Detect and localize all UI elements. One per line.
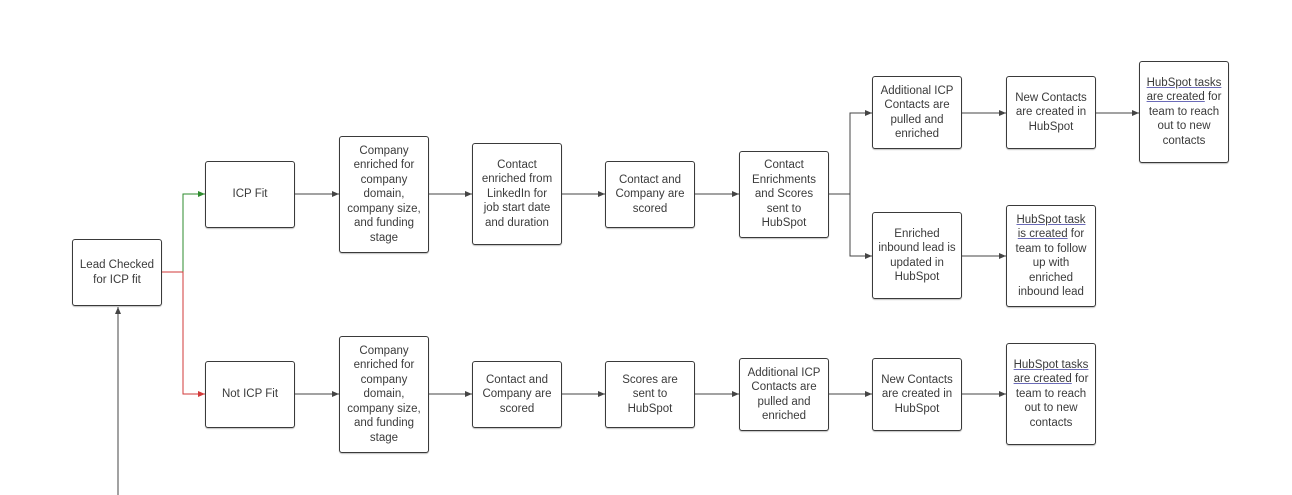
arrow-enrichments-to-additional <box>829 110 872 195</box>
node-contact-company-scored-top-label: Contact and Company are scored <box>615 173 685 215</box>
node-hubspot-tasks-top[interactable]: HubSpot tasks are created for team to re… <box>1139 61 1229 163</box>
node-lead-checked[interactable]: Lead Checked for ICP fit <box>72 239 162 306</box>
hubspot-task-inbound-rest: for team to follow up with enriched inbo… <box>1015 228 1087 298</box>
node-contact-company-scored-bottom[interactable]: Contact and Company are scored <box>472 361 562 428</box>
node-hubspot-tasks-bottom-text: HubSpot tasks are created for team to re… <box>1012 358 1090 431</box>
hubspot-tasks-top-link[interactable]: HubSpot tasks are created <box>1146 76 1222 104</box>
node-contact-enriched-linkedin-label: Contact enriched from LinkedIn for job s… <box>481 158 553 229</box>
node-scores-sent-label: Scores are sent to HubSpot <box>622 373 678 415</box>
node-additional-contacts-top[interactable]: Additional ICP Contacts are pulled and e… <box>872 76 962 149</box>
node-contact-company-scored-top[interactable]: Contact and Company are scored <box>605 161 695 228</box>
node-company-enriched-bottom-label: Company enriched for company domain, com… <box>347 344 421 444</box>
node-new-contacts-top-label: New Contacts are created in HubSpot <box>1015 91 1087 133</box>
node-inbound-updated[interactable]: Enriched inbound lead is updated in HubS… <box>872 212 962 299</box>
node-scores-sent[interactable]: Scores are sent to HubSpot <box>605 361 695 428</box>
node-additional-contacts-bottom[interactable]: Additional ICP Contacts are pulled and e… <box>739 358 829 431</box>
node-not-icp-fit-label: Not ICP Fit <box>221 388 279 401</box>
node-hubspot-task-inbound[interactable]: HubSpot task is created for team to foll… <box>1006 205 1096 307</box>
node-hubspot-task-inbound-text: HubSpot task is created for team to foll… <box>1012 213 1090 300</box>
node-icp-fit-label: ICP Fit <box>232 188 268 201</box>
arrow-lead-to-not-icp-fit <box>162 271 205 397</box>
node-new-contacts-bottom[interactable]: New Contacts are created in HubSpot <box>872 358 962 431</box>
node-additional-contacts-top-label: Additional ICP Contacts are pulled and e… <box>880 84 954 141</box>
node-not-icp-fit[interactable]: Not ICP Fit <box>205 361 295 428</box>
hubspot-tasks-bottom-rest: for team to reach out to new contacts <box>1015 373 1089 429</box>
node-additional-contacts-bottom-label: Additional ICP Contacts are pulled and e… <box>747 366 821 423</box>
hubspot-tasks-bottom-link[interactable]: HubSpot tasks are created <box>1013 358 1089 386</box>
node-company-enriched-top-label: Company enriched for company domain, com… <box>347 144 421 244</box>
node-inbound-updated-label: Enriched inbound lead is updated in HubS… <box>878 227 956 284</box>
node-contact-company-scored-bottom-label: Contact and Company are scored <box>482 373 552 415</box>
node-hubspot-tasks-bottom[interactable]: HubSpot tasks are created for team to re… <box>1006 343 1096 445</box>
hubspot-tasks-top-rest: for team to reach out to new contacts <box>1148 91 1222 147</box>
node-icp-fit[interactable]: ICP Fit <box>205 161 295 228</box>
node-new-contacts-bottom-label: New Contacts are created in HubSpot <box>881 373 953 415</box>
arrow-enrichments-to-inbound <box>829 193 872 259</box>
node-contact-enriched-linkedin[interactable]: Contact enriched from LinkedIn for job s… <box>472 143 562 245</box>
node-new-contacts-top[interactable]: New Contacts are created in HubSpot <box>1006 76 1096 149</box>
hubspot-task-inbound-link[interactable]: HubSpot task is created <box>1016 213 1086 241</box>
node-lead-checked-label: Lead Checked for ICP fit <box>79 259 155 286</box>
node-enrichments-sent-label: Contact Enrichments and Scores sent to H… <box>752 159 816 230</box>
arrow-lead-to-icp-fit <box>162 191 205 273</box>
node-enrichments-sent[interactable]: Contact Enrichments and Scores sent to H… <box>739 151 829 238</box>
node-hubspot-tasks-top-text: HubSpot tasks are created for team to re… <box>1145 76 1223 149</box>
node-company-enriched-bottom[interactable]: Company enriched for company domain, com… <box>339 336 429 453</box>
node-company-enriched-top[interactable]: Company enriched for company domain, com… <box>339 136 429 253</box>
